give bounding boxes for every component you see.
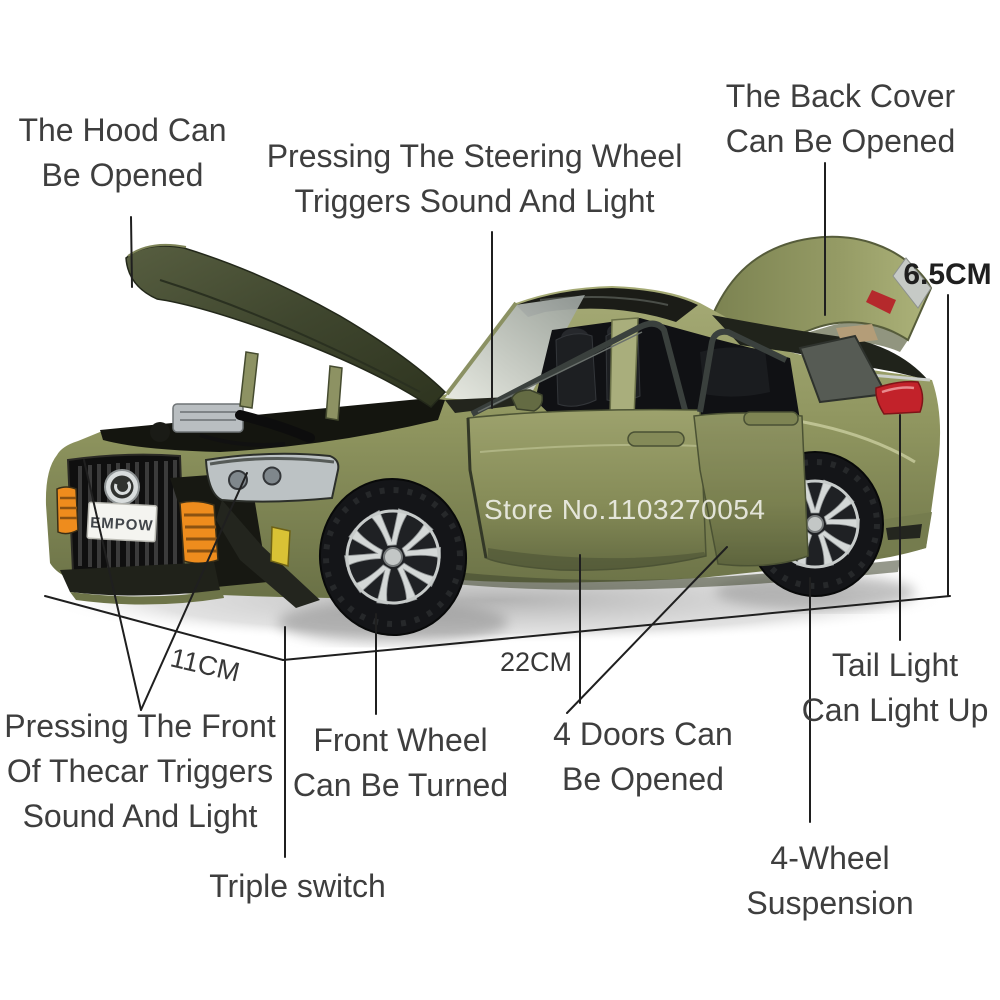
back-cover-label-line1: The Back Cover	[725, 78, 956, 114]
hood-label: The Hood Can Be Opened	[10, 108, 235, 198]
rear-door-handle	[743, 411, 799, 426]
front-door-open	[466, 320, 707, 571]
license-plate: EMPOW	[86, 501, 158, 543]
rear-door-open	[693, 328, 809, 567]
height-dimension-label: 6.5CM	[903, 258, 992, 291]
tail-light-label: Tail Light Can Light Up	[790, 643, 1000, 733]
fog-light-left	[56, 486, 79, 535]
front-press-label-line2: Of Thecar Triggers	[6, 753, 274, 789]
triple-switch-label-line1: Triple switch	[209, 868, 386, 904]
leader-front-press-right	[140, 472, 248, 711]
license-plate-text: EMPOW	[90, 514, 154, 534]
front-bumper-lower	[60, 500, 320, 608]
tail-light-label-line2: Can Light Up	[801, 692, 989, 728]
fog-reflector-yellow	[270, 526, 291, 567]
tail-light	[875, 380, 924, 415]
doors-label-line1: 4 Doors Can	[553, 716, 733, 752]
front-press-label-line1: Pressing The Front	[4, 708, 276, 744]
doors-label: 4 Doors Can Be Opened	[543, 712, 743, 802]
length-dimension-label: 22CM	[499, 647, 573, 677]
steering-label-line2: Triggers Sound And Light	[294, 183, 655, 219]
front-door-handle	[627, 431, 685, 447]
tail-light-label-line1: Tail Light	[831, 647, 959, 683]
side-mirror	[511, 389, 544, 412]
steering-label: Pressing The Steering Wheel Triggers Sou…	[262, 134, 687, 224]
back-cover-label: The Back Cover Can Be Opened	[718, 74, 963, 164]
front-press-label: Pressing The Front Of Thecar Triggers So…	[0, 704, 280, 839]
front-wheel	[318, 478, 468, 636]
front-press-label-line3: Sound And Light	[22, 798, 258, 834]
hood-label-line1: The Hood Can	[18, 112, 227, 148]
front-wheel-label-line1: Front Wheel	[313, 722, 488, 758]
leader-front-press-left	[83, 459, 142, 711]
store-watermark: Store No.1103270054	[484, 494, 766, 525]
dimension-line-length	[282, 595, 951, 661]
front-wheel-label-line2: Can Be Turned	[292, 767, 509, 803]
dimension-line-width	[44, 595, 284, 661]
triple-switch-label: Triple switch	[200, 864, 395, 909]
back-cover-label-line2: Can Be Opened	[725, 123, 956, 159]
engine-bay	[100, 398, 445, 452]
car-hood-open	[125, 243, 447, 408]
leader-hood	[130, 216, 133, 288]
suspension-label: 4-Wheel Suspension	[730, 836, 930, 926]
hood-struts	[239, 351, 343, 421]
suspension-label-line2: Suspension	[746, 885, 914, 921]
front-wheel-label: Front Wheel Can Be Turned	[288, 718, 513, 808]
suspension-label-line1: 4-Wheel	[770, 840, 890, 876]
roof-panel	[516, 288, 698, 322]
hood-label-line2: Be Opened	[41, 157, 204, 193]
steering-label-line1: Pressing The Steering Wheel	[266, 138, 683, 174]
leader-doors-diagonal	[566, 546, 728, 714]
doors-label-line2: Be Opened	[562, 761, 724, 797]
